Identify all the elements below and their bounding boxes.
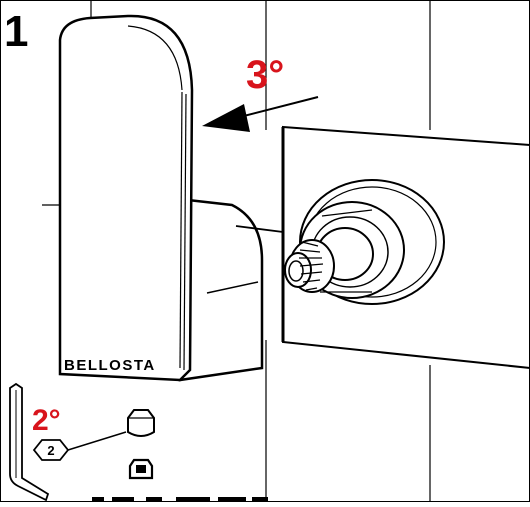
hex-socket-nut (128, 458, 154, 480)
hex-key-size-badge: 2 (32, 439, 70, 461)
hex-key-size: 2 (47, 443, 54, 458)
splined-stem (284, 239, 335, 293)
brand-label: BELLOSTA (64, 357, 156, 374)
caption-fragment (92, 497, 268, 502)
leader-line (67, 431, 127, 451)
step-number: 1 (4, 7, 28, 56)
grub-screw (127, 409, 155, 437)
step-2-label: 2° (32, 404, 61, 437)
allen-key (9, 382, 50, 502)
push-arrow (202, 96, 319, 132)
step-3-label: 3° (246, 53, 284, 97)
lever-handle (58, 14, 284, 382)
